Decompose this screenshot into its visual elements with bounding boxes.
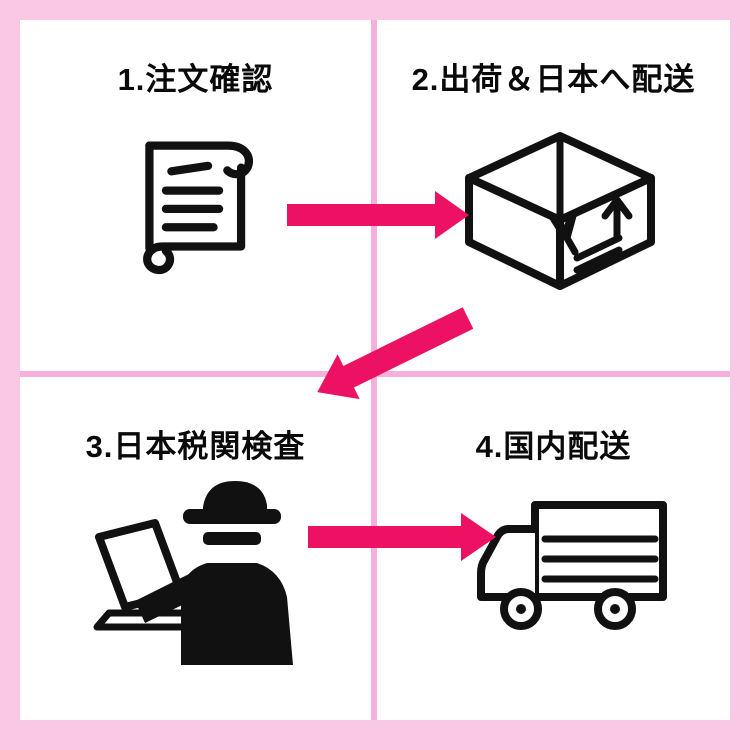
step-1-order-confirmation: 1.注文確認 bbox=[20, 20, 371, 371]
step-2-label: 2.出荷＆日本へ配送 bbox=[411, 62, 696, 97]
step-2-shipping-to-japan: 2.出荷＆日本へ配送 bbox=[377, 20, 730, 371]
delivery-truck-icon bbox=[465, 495, 675, 645]
step-4-label: 4.国内配送 bbox=[475, 429, 632, 464]
step-3-customs-inspection: 3.日本税関検査 bbox=[20, 377, 371, 720]
step-1-label: 1.注文確認 bbox=[117, 62, 274, 97]
shipping-box-icon bbox=[455, 120, 665, 300]
customs-officer-icon bbox=[85, 475, 305, 665]
step-4-domestic-delivery: 4.国内配送 bbox=[377, 377, 730, 720]
scroll-document-icon bbox=[105, 120, 280, 285]
step-3-label: 3.日本税関検査 bbox=[85, 429, 306, 464]
